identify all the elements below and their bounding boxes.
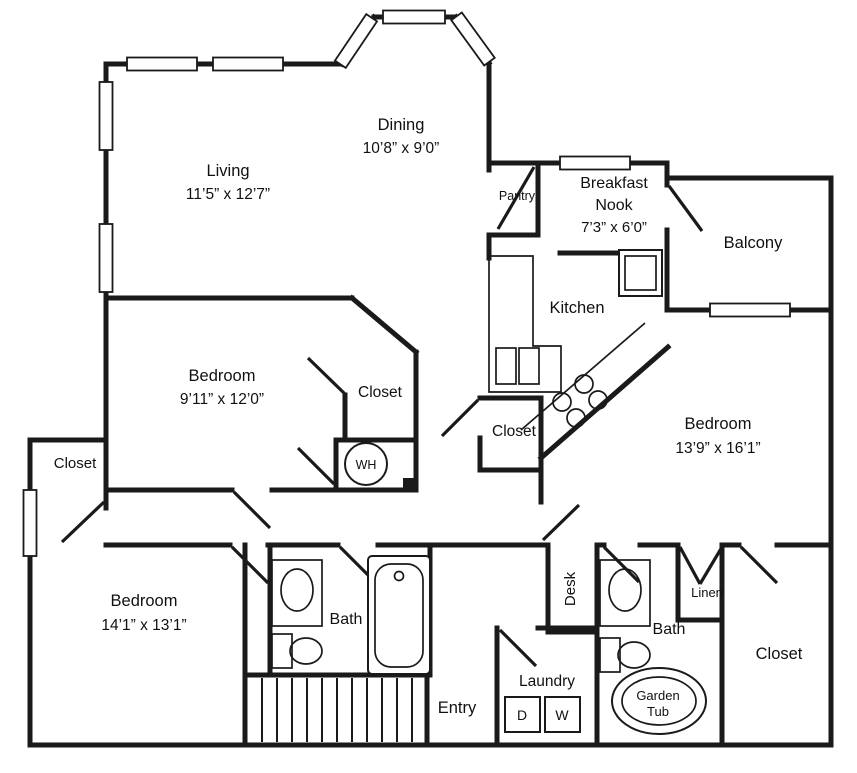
window-icon	[212, 56, 284, 72]
sink-basin	[280, 568, 314, 612]
garden-tub-label-1: Garden	[636, 688, 679, 703]
linen-door-left	[678, 546, 702, 585]
right-closet-label: Closet	[756, 645, 803, 663]
toilet-bowl	[289, 637, 323, 665]
washer-box	[544, 696, 581, 733]
vanity	[599, 559, 651, 627]
garden-tub-inner	[621, 676, 697, 726]
linen-door-right	[698, 546, 724, 585]
entry-stairs	[261, 678, 413, 742]
water-heater	[344, 442, 416, 491]
bedroom3-door	[541, 503, 581, 542]
bedroom1-label: Bedroom	[111, 592, 178, 610]
water-heater-door	[296, 446, 336, 486]
washer-label: W	[555, 707, 569, 723]
right-closet-door	[739, 545, 779, 585]
toilet-tank	[599, 637, 621, 673]
vanity	[271, 559, 323, 627]
living-label: Living	[206, 162, 249, 180]
garden-tub-label-2: Tub	[647, 704, 669, 719]
breakfast-nook-label-2: Nook	[595, 197, 633, 214]
dryer-label: D	[517, 707, 527, 723]
bath2-label: Bath	[653, 621, 686, 638]
window-icon	[126, 56, 198, 72]
window-icon	[382, 9, 446, 25]
window-icon	[709, 302, 791, 318]
counter-edge	[520, 322, 646, 431]
balcony-door	[667, 185, 704, 232]
bedroom1-dims: 14’1” x 13’1”	[101, 617, 186, 634]
window-icon	[22, 489, 38, 557]
bathtub-inner	[374, 563, 424, 668]
bedroom2-closet-door	[306, 356, 347, 396]
window-icon	[98, 81, 114, 151]
refrigerator-inner	[624, 255, 657, 291]
window-icon	[333, 12, 379, 70]
kitchen-closet-label: Closet	[492, 423, 537, 440]
bedroom2-dims: 9’11” x 12’0”	[180, 391, 264, 408]
left-closet-door	[60, 500, 106, 544]
pantry-door	[496, 166, 536, 230]
dryer-box	[504, 696, 541, 733]
kitchen-sink	[518, 347, 540, 385]
bedroom2-label: Bedroom	[189, 367, 256, 385]
stove-burner	[588, 390, 608, 410]
living-dims: 11’5” x 12’7”	[186, 186, 270, 203]
breakfast-nook-label-1: Breakfast	[580, 175, 648, 192]
bedroom2-door	[232, 490, 272, 530]
bathtub	[367, 555, 431, 675]
kitchen-sink	[495, 347, 517, 385]
garden-tub	[611, 667, 707, 735]
left-closet-label: Closet	[54, 455, 97, 472]
door-swings	[60, 166, 779, 668]
desk-label: Desk	[562, 571, 579, 606]
bedroom3-label: Bedroom	[685, 415, 752, 433]
kitchen-fixtures	[488, 249, 663, 431]
sink-basin	[608, 568, 642, 612]
stove-burner	[574, 374, 594, 394]
toilet-bowl	[617, 641, 651, 669]
laundry-label: Laundry	[519, 673, 575, 690]
pantry-label: Pantry	[499, 189, 536, 203]
refrigerator	[618, 249, 663, 297]
water-heater-label: WH	[356, 458, 377, 472]
kitchen-label: Kitchen	[549, 299, 604, 317]
bedroom1-door	[230, 545, 270, 585]
bedroom2-closet-label: Closet	[358, 384, 403, 401]
bath2-fixtures	[599, 559, 707, 735]
linen-label: Linen	[691, 585, 723, 600]
stove-burner	[552, 392, 572, 412]
room-labels: Living 11’5” x 12’7” Dining 10’8” x 9’0”…	[54, 116, 803, 723]
kitchen-closet-door	[440, 398, 480, 438]
bath1-fixtures	[271, 555, 431, 675]
window-icon	[450, 11, 496, 67]
window-icon	[559, 155, 631, 171]
balcony-label: Balcony	[724, 234, 783, 252]
water-heater-tank	[344, 442, 388, 486]
dining-dims: 10’8” x 9’0”	[363, 140, 440, 157]
tub-drain	[393, 570, 405, 582]
laundry-fixtures	[504, 696, 581, 733]
bath1-label: Bath	[330, 611, 363, 628]
bath2-door	[602, 545, 641, 584]
entry-label: Entry	[438, 699, 477, 717]
laundry-door	[498, 628, 538, 668]
kitchen-counter	[488, 255, 562, 393]
breakfast-nook-dims: 7’3” x 6’0”	[581, 219, 647, 236]
utility-chase	[403, 478, 416, 491]
stove-burner	[566, 408, 586, 428]
bedroom3-dims: 13’9” x 16’1”	[675, 440, 760, 457]
window-icon	[98, 223, 114, 293]
toilet-tank	[271, 633, 293, 669]
windows	[22, 9, 791, 557]
dining-label: Dining	[378, 116, 425, 134]
